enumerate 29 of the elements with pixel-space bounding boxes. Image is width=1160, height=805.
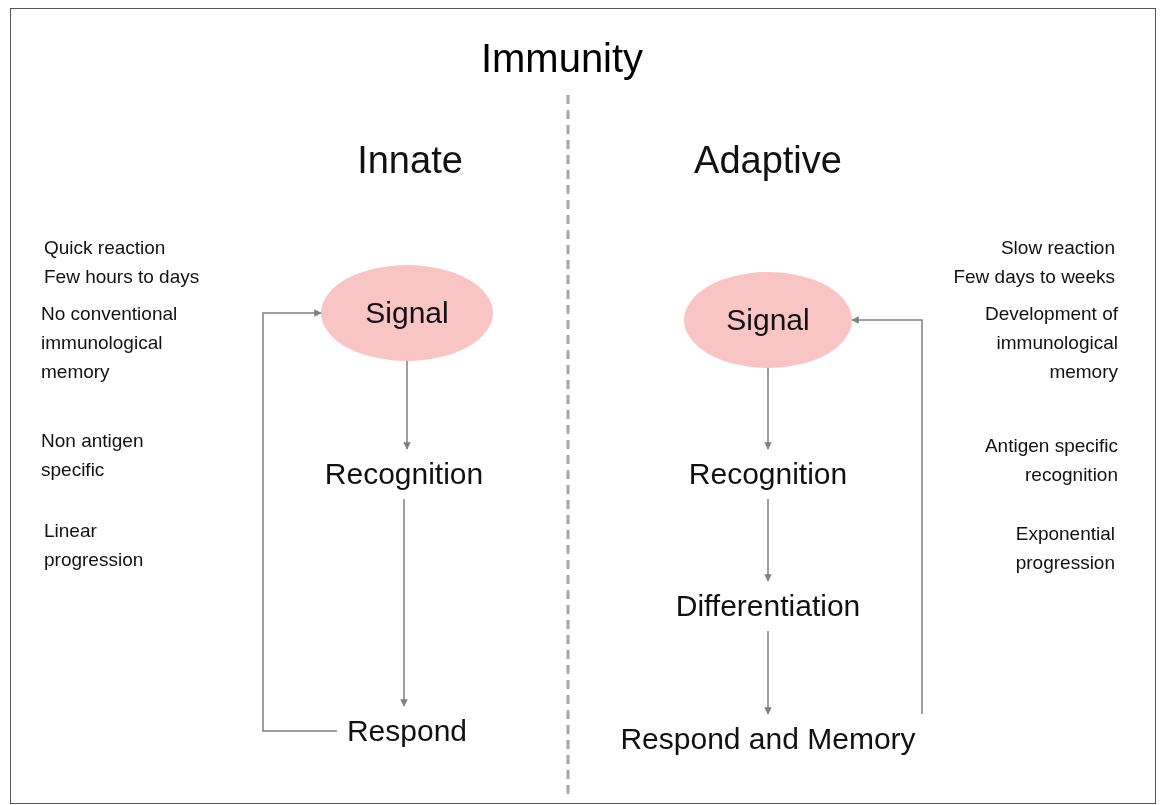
- node-label: Signal: [365, 296, 449, 330]
- stage-label: Recognition: [314, 449, 494, 499]
- arrow: [403, 360, 411, 450]
- arrow: [400, 498, 408, 707]
- arrow: [851, 316, 923, 715]
- note-text: Exponential progression: [1014, 522, 1115, 575]
- note-text: Antigen specific recognition: [983, 434, 1118, 487]
- stage-label: Differentiation: [665, 581, 871, 631]
- stage-label: Respond: [336, 706, 478, 756]
- note-text: Linear progression: [44, 519, 145, 572]
- arrow: [764, 630, 772, 715]
- note-text: Development of immunological memory: [983, 301, 1118, 384]
- stage-label: Respond and Memory: [610, 714, 926, 764]
- note-text: No conventional immunological memory: [41, 301, 179, 384]
- arrow: [764, 367, 772, 450]
- arrow: [262, 309, 338, 732]
- diagram-title: Immunity: [480, 35, 644, 81]
- signal-ellipse: [321, 265, 493, 361]
- note-text: Few hours to days: [44, 264, 200, 289]
- column-heading: Innate: [357, 138, 463, 182]
- node-label: Signal: [726, 303, 810, 337]
- signal-ellipse: [684, 272, 852, 368]
- arrow: [764, 498, 772, 582]
- note-text: Non antigen specific: [41, 429, 145, 482]
- note-text: Few days to weeks: [953, 264, 1115, 289]
- note-text: Slow reaction: [1000, 235, 1115, 260]
- stage-label: Recognition: [678, 449, 858, 499]
- column-heading: Adaptive: [694, 138, 842, 182]
- note-text: Quick reaction: [44, 235, 166, 260]
